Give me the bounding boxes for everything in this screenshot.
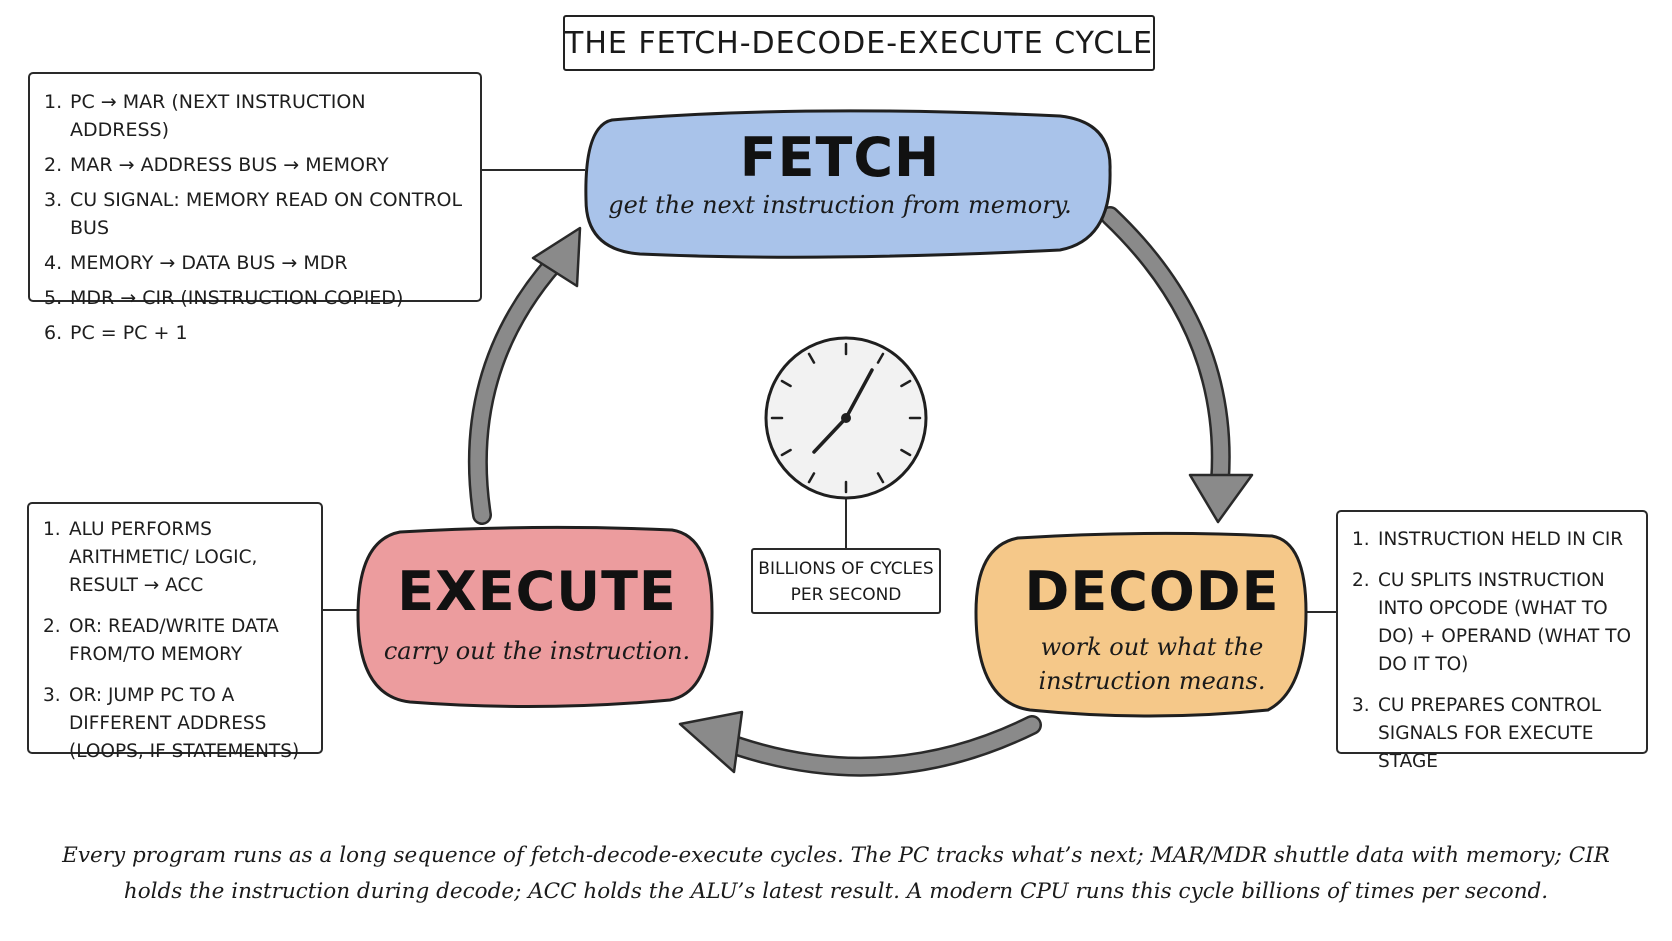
clock-tick bbox=[876, 352, 885, 364]
clock-tick bbox=[900, 379, 912, 388]
decode-notes-list: 1. INSTRUCTION HELD IN CIR 2. CU SPLITS INS… bbox=[1352, 526, 1640, 776]
fetch-notes-list: 1. PC → MAR (NEXT INSTRUCTION ADDRESS) 2. M… bbox=[44, 88, 468, 347]
fetch-note-item: 2. MAR → ADDRESS BUS → MEMORY bbox=[44, 151, 468, 179]
execute-stage-blob bbox=[356, 525, 714, 709]
execute-note-text: OR: JUMP PC TO A DIFFERENT ADDRESS (LOOP… bbox=[69, 685, 300, 762]
fetch-stage-subtitle: get the next instruction from memory. bbox=[608, 191, 1072, 219]
clock-hand-minute bbox=[844, 368, 874, 420]
execute-note-text: OR: READ/WRITE DATA FROM/TO MEMORY bbox=[69, 616, 279, 665]
fetch-note-item: 4. MEMORY → DATA BUS → MDR bbox=[44, 249, 468, 277]
clock-hand-hour bbox=[812, 416, 848, 454]
decode-stage-title: DECODE bbox=[1024, 560, 1280, 623]
decode-note-text: CU SPLITS INSTRUCTION INTO OPCODE (WHAT … bbox=[1378, 570, 1632, 675]
decode-note-item: 3. CU PREPARES CONTROL SIGNALS FOR EXECUT… bbox=[1352, 692, 1640, 776]
fetch-note-item: 3. CU SIGNAL: MEMORY READ ON CONTROL BUS bbox=[44, 186, 468, 242]
decode-note-item: 1. INSTRUCTION HELD IN CIR bbox=[1352, 526, 1640, 554]
decode-stage-subtitle: work out what the instruction means. bbox=[1038, 633, 1266, 695]
decode-to-execute-arrow bbox=[678, 710, 1042, 777]
clock-tick bbox=[807, 472, 816, 484]
fetch-notes-box: 1. PC → MAR (NEXT INSTRUCTION ADDRESS) 2. M… bbox=[28, 72, 482, 344]
fetch-note-text: MEMORY → DATA BUS → MDR bbox=[70, 252, 348, 274]
execute-note-number: 3. bbox=[43, 685, 61, 706]
fetch-note-item: 6. PC = PC + 1 bbox=[44, 319, 468, 347]
fetch-note-number: 3. bbox=[44, 189, 63, 211]
decode-note-text: CU PREPARES CONTROL SIGNALS FOR EXECUTE … bbox=[1378, 695, 1602, 772]
clock-center bbox=[841, 413, 851, 423]
decode-note-text: INSTRUCTION HELD IN CIR bbox=[1378, 529, 1624, 550]
clock-label: BILLIONS OF CYCLES PER SECOND bbox=[751, 548, 941, 614]
execute-stage-subtitle: carry out the instruction. bbox=[383, 637, 691, 665]
decode-note-number: 3. bbox=[1352, 695, 1370, 716]
fetch-note-number: 5. bbox=[44, 287, 63, 309]
execute-note-text: ALU PERFORMS ARITHMETIC/ LOGIC, RESULT →… bbox=[69, 519, 258, 596]
fetch-to-decode-arrow bbox=[1100, 206, 1254, 524]
execute-note-item: 2. OR: READ/WRITE DATA FROM/TO MEMORY bbox=[43, 613, 313, 669]
execute-note-number: 1. bbox=[43, 519, 61, 540]
clock-tick bbox=[780, 379, 792, 388]
footer-caption: Every program runs as a long sequence of… bbox=[62, 843, 1610, 904]
clock-icon bbox=[764, 336, 928, 548]
decode-notes-box: 1. INSTRUCTION HELD IN CIR 2. CU SPLITS INS… bbox=[1336, 510, 1648, 772]
decode-note-number: 1. bbox=[1352, 529, 1370, 550]
fetch-stage-blob bbox=[584, 109, 1112, 259]
clock-tick bbox=[807, 352, 816, 364]
fetch-note-number: 1. bbox=[44, 91, 63, 113]
fetch-note-item: 1. PC → MAR (NEXT INSTRUCTION ADDRESS) bbox=[44, 88, 468, 144]
execute-to-fetch-arrow bbox=[467, 226, 582, 525]
fetch-note-number: 4. bbox=[44, 252, 63, 274]
clock-tick bbox=[780, 448, 792, 457]
clock-tick bbox=[900, 448, 912, 457]
execute-notes-box: 1. ALU PERFORMS ARITHMETIC/ LOGIC, RESULT… bbox=[27, 502, 323, 762]
execute-note-number: 2. bbox=[43, 616, 61, 637]
fetch-note-number: 6. bbox=[44, 322, 63, 344]
fetch-note-item: 5. MDR → CIR (INSTRUCTION COPIED) bbox=[44, 284, 468, 312]
diagram-title: THE FETCH-DECODE-EXECUTE CYCLE bbox=[563, 15, 1155, 71]
decode-note-number: 2. bbox=[1352, 570, 1370, 591]
fetch-note-text: MAR → ADDRESS BUS → MEMORY bbox=[70, 154, 389, 176]
execute-stage-title: EXECUTE bbox=[397, 560, 677, 623]
execute-notes-list: 1. ALU PERFORMS ARITHMETIC/ LOGIC, RESULT… bbox=[43, 516, 313, 766]
fetch-note-text: PC → MAR (NEXT INSTRUCTION ADDRESS) bbox=[70, 91, 366, 141]
fetch-note-text: CU SIGNAL: MEMORY READ ON CONTROL BUS bbox=[70, 189, 463, 239]
fetch-note-text: PC = PC + 1 bbox=[70, 322, 188, 344]
fetch-stage-title: FETCH bbox=[739, 126, 941, 189]
execute-note-item: 3. OR: JUMP PC TO A DIFFERENT ADDRESS (LO… bbox=[43, 682, 313, 766]
fetch-note-number: 2. bbox=[44, 154, 63, 176]
fetch-note-text: MDR → CIR (INSTRUCTION COPIED) bbox=[70, 287, 404, 309]
decode-stage-blob bbox=[974, 531, 1308, 718]
decode-note-item: 2. CU SPLITS INSTRUCTION INTO OPCODE (WHA… bbox=[1352, 567, 1640, 679]
execute-note-item: 1. ALU PERFORMS ARITHMETIC/ LOGIC, RESULT… bbox=[43, 516, 313, 600]
clock-tick bbox=[876, 472, 885, 484]
